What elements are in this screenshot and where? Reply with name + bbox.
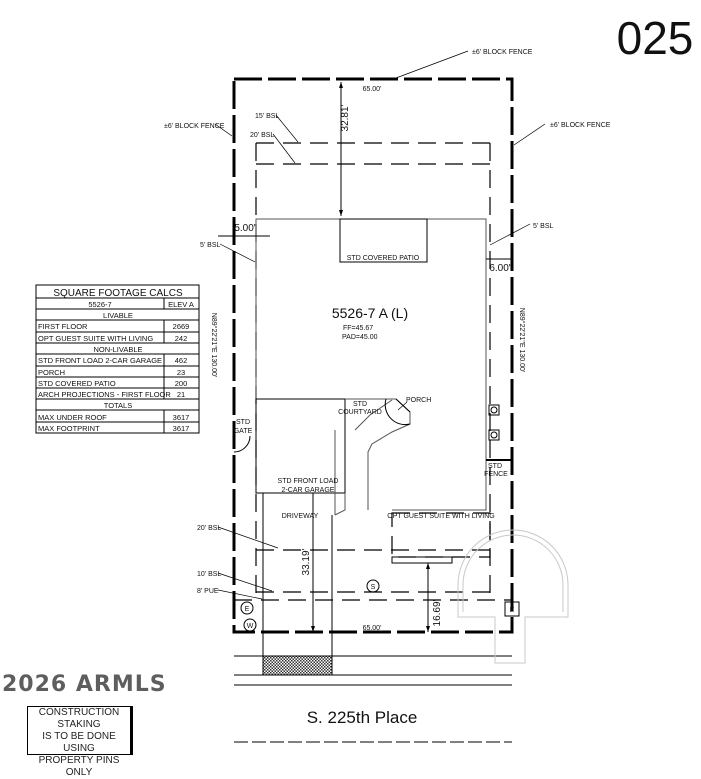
table-row-label: STD FRONT LOAD 2-CAR GARAGE xyxy=(38,356,162,365)
porch-arc xyxy=(384,398,411,426)
table-row-label: MAX UNDER ROOF xyxy=(38,413,107,422)
bsl-15-label: 15' BSL xyxy=(255,113,279,120)
table-row-value: 3617 xyxy=(173,424,190,433)
lot-number: 025 xyxy=(617,12,694,64)
table-row-value: 462 xyxy=(175,356,188,365)
block-fence-left-label: ±6' BLOCK FENCE xyxy=(164,123,225,130)
table-row-label: OPT GUEST SUITE WITH LIVING xyxy=(38,334,153,343)
gate-swing xyxy=(233,435,251,453)
porch-label: PORCH xyxy=(406,397,431,404)
std-fence-label-2: FENCE xyxy=(484,471,508,478)
site-plan: 025 ±6' BLOCK FENCE xyxy=(35,12,694,743)
note-line: IS TO BE DONE USING xyxy=(42,731,116,754)
guest-suite-label: OPT GUEST SUITE WITH LIVING xyxy=(387,513,494,520)
courtyard-label-1: STD xyxy=(353,401,367,408)
garage-label-2: 2-CAR GARAGE xyxy=(282,487,335,494)
square-footage-table: SQUARE FOOTAGE CALCS 5526-7 ELEV A LIVAB… xyxy=(35,284,200,434)
front-width-dim: 65.00' xyxy=(363,625,382,632)
electric-box-icon xyxy=(504,601,520,617)
property-boundary xyxy=(232,77,514,634)
dim-arrows xyxy=(311,563,430,632)
covered-patio-label: STD COVERED PATIO xyxy=(347,255,420,262)
covered-patio xyxy=(339,218,428,263)
driveway-apron xyxy=(262,655,333,676)
suite-setback-value: 16.69' xyxy=(432,599,443,626)
ac-unit-icon xyxy=(488,404,500,416)
watermark: 2026 ARMLS xyxy=(2,672,167,697)
driveway-label: DRIVEWAY xyxy=(282,513,319,520)
side-setback-lines xyxy=(255,143,491,600)
table-section-heading: LIVABLE xyxy=(103,311,133,320)
finish-floor: FF=45.67 xyxy=(343,325,373,332)
bsl-20-front-label: 20' BSL xyxy=(197,525,221,532)
block-fence-top-label: ±6' BLOCK FENCE xyxy=(472,49,533,56)
rear-width-dim: 65.00' xyxy=(363,86,382,93)
house-outline xyxy=(255,218,487,511)
table-row-label: FIRST FLOOR xyxy=(38,322,88,331)
bearing-right: N89°22'21"E 130.00' xyxy=(518,308,526,372)
garage-setback-value: 33.19' xyxy=(301,548,312,575)
table-row-label: PORCH xyxy=(38,368,65,377)
bearing-left: N89°22'21"E 130.00' xyxy=(210,313,218,377)
electric-label: E xyxy=(245,606,250,613)
table-row-value: 2669 xyxy=(173,322,190,331)
sewer-icon xyxy=(366,579,380,593)
table-row-label: STD COVERED PATIO xyxy=(38,379,116,388)
table-row-label: ARCH PROJECTIONS - FIRST FLOOR xyxy=(38,390,171,399)
std-gate-label-1: STD xyxy=(236,419,250,426)
std-fence-label-1: STD xyxy=(488,463,502,470)
guest-suite-step xyxy=(391,556,453,564)
note-line: CONSTRUCTION STAKING xyxy=(38,707,120,730)
note-line: PROPERTY PINS ONLY xyxy=(38,755,120,778)
table-plan: 5526-7 xyxy=(88,300,111,309)
water-icon xyxy=(243,618,257,632)
garage-label-1: STD FRONT LOAD xyxy=(278,478,339,485)
block-fence-right-label: ±6' BLOCK FENCE xyxy=(550,122,611,129)
table-section-heading: NON-LIVABLE xyxy=(93,345,142,354)
ac-fan-icon xyxy=(490,431,498,439)
street-lines xyxy=(234,655,512,686)
pue-8-label: 8' PUE xyxy=(197,588,219,595)
electric-box-label: E xyxy=(510,607,515,614)
pad-elevation: PAD=45.00 xyxy=(342,334,378,341)
bsl-10-label: 10' BSL xyxy=(197,571,221,578)
table-section-heading: TOTALS xyxy=(104,401,132,410)
electric-icon xyxy=(240,601,254,615)
left-side-value: 5.00' xyxy=(234,223,255,234)
courtyard-wall-2 xyxy=(334,430,346,516)
rear-setback-value: 32.81' xyxy=(340,104,351,131)
staking-note: CONSTRUCTION STAKING IS TO BE DONE USING… xyxy=(27,706,133,778)
leader-lines xyxy=(214,50,546,600)
table-row-label: MAX FOOTPRINT xyxy=(38,424,100,433)
table-elev: ELEV A xyxy=(168,300,194,309)
bsl-20-rear-label: 20' BSL xyxy=(250,132,274,139)
courtyard-label-2: COURTYARD xyxy=(338,409,382,416)
pool-inner-outline xyxy=(462,534,564,612)
sewer-label: S xyxy=(371,584,376,591)
right-side-value: 6.00' xyxy=(489,263,510,274)
garage xyxy=(255,398,346,494)
table-row-value: 200 xyxy=(175,379,188,388)
street-name: S. 225th Place xyxy=(307,708,418,727)
plan-model: 5526-7 A (L) xyxy=(332,305,408,321)
bsl-5-left-label: 5' BSL xyxy=(200,242,221,249)
driveway-edges xyxy=(262,493,333,675)
ac-unit-icon xyxy=(488,429,500,441)
ac-fan-icon xyxy=(490,406,498,414)
table-row-value: 21 xyxy=(177,390,185,399)
std-gate-label-2: GATE xyxy=(234,428,253,435)
table-row-value: 23 xyxy=(177,368,185,377)
table-row-value: 3617 xyxy=(173,413,190,422)
table-row-value: 242 xyxy=(175,334,188,343)
table-title: SQUARE FOOTAGE CALCS xyxy=(53,288,183,299)
pool-outline xyxy=(457,529,569,664)
water-label: W xyxy=(247,623,254,630)
bsl-5-right-label: 5' BSL xyxy=(533,223,554,230)
